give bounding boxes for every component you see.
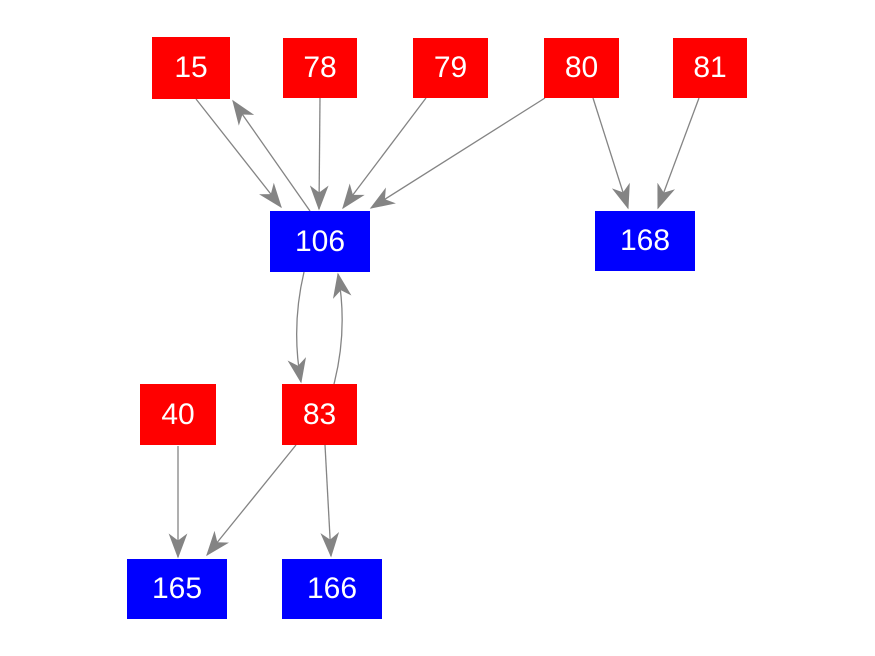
edge-83-166 (320, 444, 340, 558)
node-79[interactable]: 79 (413, 38, 488, 98)
edge-83-106 (332, 272, 352, 385)
node-81[interactable]: 81 (673, 38, 747, 98)
node-106[interactable]: 106 (270, 211, 370, 272)
node-168[interactable]: 168 (595, 211, 695, 271)
node-165[interactable]: 165 (127, 559, 227, 619)
edge-80-106 (369, 97, 546, 209)
node-40[interactable]: 40 (140, 384, 216, 445)
edge-78-106 (309, 97, 329, 211)
edge-83-165 (206, 444, 297, 557)
node-15[interactable]: 15 (152, 37, 230, 99)
edge-106-15 (232, 99, 311, 212)
edge-15-106 (195, 98, 282, 209)
edge-group (168, 97, 700, 559)
node-80[interactable]: 80 (544, 38, 619, 98)
edge-80-168 (592, 97, 630, 210)
edge-106-83 (287, 271, 307, 384)
node-78[interactable]: 78 (283, 38, 357, 98)
edge-79-106 (342, 97, 427, 210)
edge-81-168 (657, 97, 700, 210)
node-166[interactable]: 166 (282, 559, 382, 619)
node-83[interactable]: 83 (282, 384, 357, 445)
